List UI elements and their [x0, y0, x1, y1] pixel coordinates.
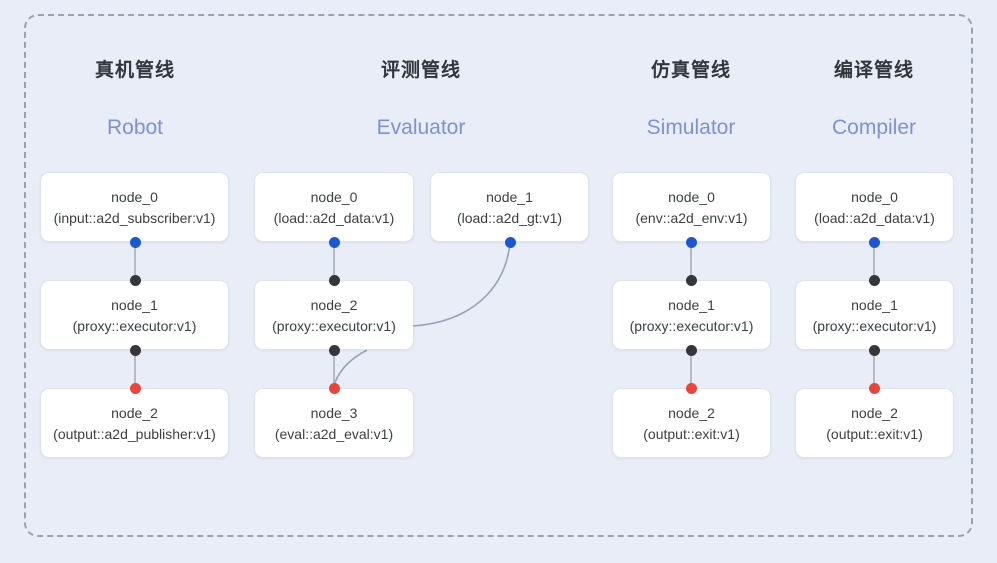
edge-evaluator-0-2	[333, 242, 335, 281]
edge-compiler-0-1	[873, 242, 875, 281]
node-name: node_1	[111, 296, 158, 313]
node-name: node_1	[851, 296, 898, 313]
column-heading-compiler: 编译管线 Compiler	[774, 60, 974, 140]
port-input-compiler-2[interactable]	[868, 382, 880, 394]
node-name: node_1	[486, 188, 533, 205]
column-heading-cn-evaluator: 评测管线	[380, 60, 461, 81]
node-name: node_1	[668, 296, 715, 313]
node-simulator-1[interactable]: node_1 (proxy::executor:v1)	[612, 280, 771, 350]
column-heading-cn-compiler: 编译管线	[833, 60, 914, 81]
node-name: node_2	[111, 404, 158, 421]
column-heading-en-simulator: Simulator	[646, 116, 736, 139]
port-input-compiler-1[interactable]	[868, 274, 880, 286]
node-type: (load::a2d_data:v1)	[814, 209, 935, 226]
column-heading-simulator: 仿真管线 Simulator	[591, 60, 791, 140]
node-type: (proxy::executor:v1)	[629, 317, 754, 334]
column-heading-en-compiler: Compiler	[831, 116, 917, 139]
node-type: (output::a2d_publisher:v1)	[53, 425, 216, 442]
node-type: (eval::a2d_eval:v1)	[274, 425, 394, 442]
node-name: node_2	[851, 404, 898, 421]
node-compiler-1[interactable]: node_1 (proxy::executor:v1)	[795, 280, 954, 350]
column-heading-cn-robot: 真机管线	[94, 60, 175, 81]
node-name: node_0	[851, 188, 898, 205]
node-type: (proxy::executor:v1)	[812, 317, 937, 334]
node-robot-2[interactable]: node_2 (output::a2d_publisher:v1)	[40, 388, 229, 458]
node-robot-1[interactable]: node_1 (proxy::executor:v1)	[40, 280, 229, 350]
node-name: node_0	[310, 188, 358, 205]
port-input-simulator-1[interactable]	[685, 274, 697, 286]
edge-simulator-0-1	[690, 242, 692, 281]
port-input-robot-2[interactable]	[129, 382, 141, 394]
port-input-simulator-2[interactable]	[685, 382, 697, 394]
port-output-simulator-0[interactable]	[685, 236, 697, 248]
port-input-robot-1[interactable]	[129, 274, 141, 286]
edge-robot-0-1	[134, 242, 136, 281]
node-type: (output::exit:v1)	[643, 425, 740, 442]
column-heading-evaluator: 评测管线 Evaluator	[321, 60, 521, 140]
node-robot-0[interactable]: node_0 (input::a2d_subscriber:v1)	[40, 172, 229, 242]
node-name: node_3	[310, 404, 358, 421]
node-type: (proxy::executor:v1)	[272, 317, 396, 334]
port-output-compiler-0[interactable]	[868, 236, 880, 248]
node-name: node_2	[668, 404, 715, 421]
node-simulator-2[interactable]: node_2 (output::exit:v1)	[612, 388, 771, 458]
port-output-compiler-1[interactable]	[868, 344, 880, 356]
port-output-robot-0[interactable]	[129, 236, 141, 248]
port-output-evaluator-1[interactable]	[504, 236, 516, 248]
node-type: (load::a2d_gt:v1)	[456, 209, 563, 226]
port-output-evaluator-2[interactable]	[328, 344, 340, 356]
node-type: (env::a2d_env:v1)	[635, 209, 748, 226]
node-type: (input::a2d_subscriber:v1)	[53, 209, 216, 226]
port-input-evaluator-3[interactable]	[328, 382, 340, 394]
node-simulator-0[interactable]: node_0 (env::a2d_env:v1)	[612, 172, 771, 242]
node-evaluator-0[interactable]: node_0 (load::a2d_data:v1)	[254, 172, 414, 242]
node-name: node_0	[111, 188, 158, 205]
node-name: node_2	[310, 296, 358, 313]
node-type: (load::a2d_data:v1)	[273, 209, 395, 226]
node-compiler-2[interactable]: node_2 (output::exit:v1)	[795, 388, 954, 458]
edge-robot-1-2	[134, 350, 136, 388]
port-input-evaluator-2[interactable]	[328, 274, 340, 286]
node-name: node_0	[668, 188, 715, 205]
column-heading-en-evaluator: Evaluator	[376, 116, 466, 139]
column-heading-robot: 真机管线 Robot	[35, 60, 235, 140]
column-heading-cn-simulator: 仿真管线	[650, 60, 731, 81]
port-output-simulator-1[interactable]	[685, 344, 697, 356]
edge-compiler-1-2	[873, 350, 875, 388]
node-evaluator-1[interactable]: node_1 (load::a2d_gt:v1)	[430, 172, 589, 242]
node-type: (proxy::executor:v1)	[72, 317, 197, 334]
edge-simulator-1-2	[690, 350, 692, 388]
node-evaluator-3[interactable]: node_3 (eval::a2d_eval:v1)	[254, 388, 414, 458]
node-type: (output::exit:v1)	[826, 425, 923, 442]
port-output-evaluator-0[interactable]	[328, 236, 340, 248]
node-compiler-0[interactable]: node_0 (load::a2d_data:v1)	[795, 172, 954, 242]
node-evaluator-2[interactable]: node_2 (proxy::executor:v1)	[254, 280, 414, 350]
column-heading-en-robot: Robot	[106, 116, 164, 139]
port-output-robot-1[interactable]	[129, 344, 141, 356]
